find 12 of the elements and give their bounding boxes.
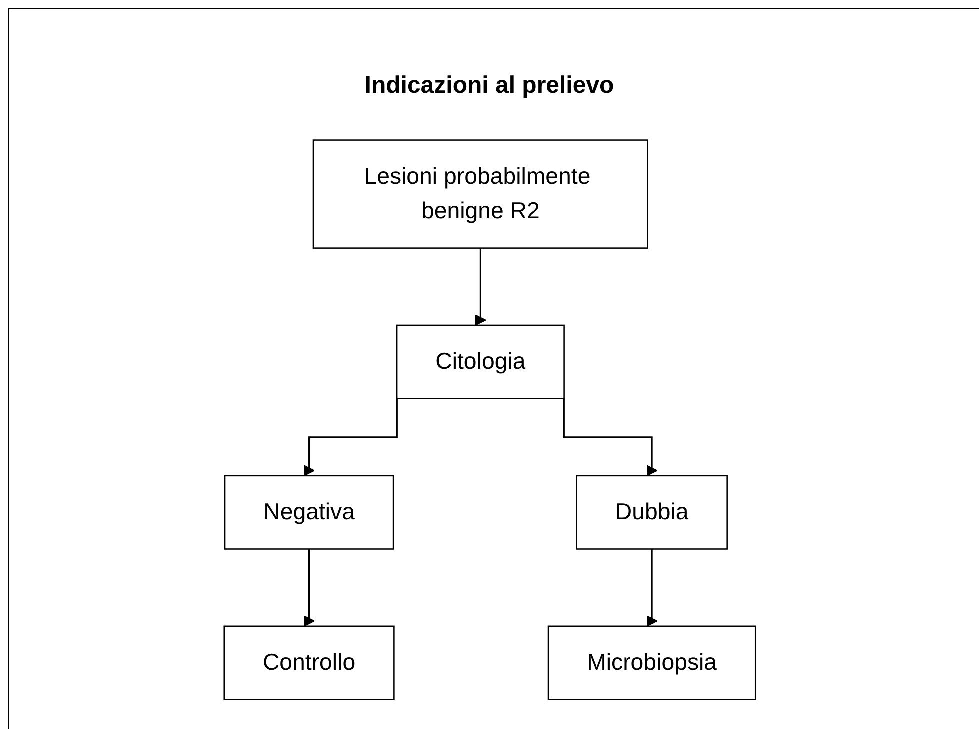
node-box: Citologia xyxy=(396,324,565,400)
arrow xyxy=(646,549,658,627)
diagram-title: Indicazioni al prelievo xyxy=(364,72,614,100)
node-box: Dubbia xyxy=(576,475,728,550)
node-box: Lesioni probabilmente benigne R2 xyxy=(312,140,648,249)
node-box: Microbiopsia xyxy=(548,626,756,700)
arrow xyxy=(475,248,486,326)
node-box: Negativa xyxy=(224,475,394,550)
arrow xyxy=(304,549,315,627)
node-box: Controllo xyxy=(224,626,395,700)
arrow xyxy=(563,398,658,476)
arrow xyxy=(304,398,398,476)
